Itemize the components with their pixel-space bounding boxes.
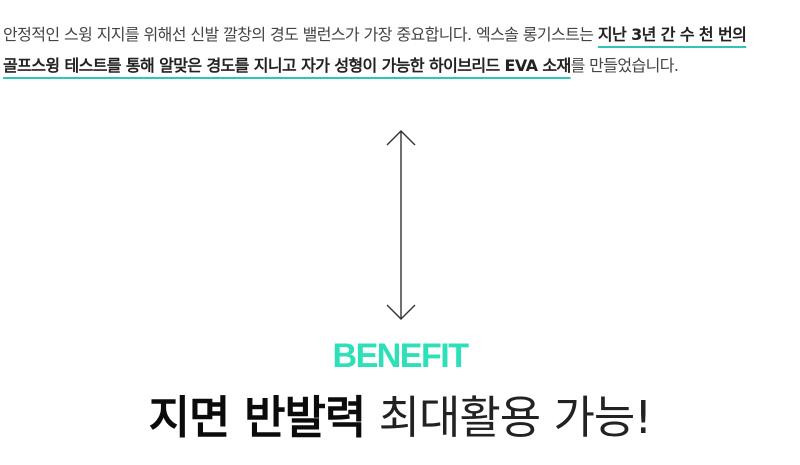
intro-highlight: 지난 3년 간 수 천 번의 골프스윙 테스트를 통해 알맞은 경도를 지니고 … [3,25,747,75]
intro-paragraph: 안정적인 스윙 지지를 위해선 신발 깔창의 경도 밸런스가 가장 중요합니다.… [3,19,795,81]
intro-text-after: 를 만들었습니다. [570,56,679,75]
headline-light: 최대활용 가능! [365,391,653,444]
double-headed-vertical-arrow-icon [386,130,416,320]
headline: 지면 반발력 최대활용 가능! [0,388,800,448]
headline-strong: 지면 반발력 [148,391,367,444]
benefit-label: BENEFIT [332,337,469,375]
intro-text-before: 안정적인 스윙 지지를 위해선 신발 깔창의 경도 밸런스가 가장 중요합니다.… [3,25,598,44]
